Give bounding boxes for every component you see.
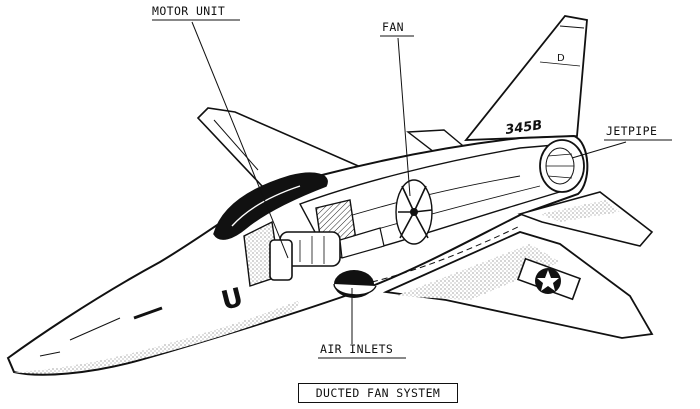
label-air-inlets: AIR INLETS bbox=[320, 342, 394, 356]
rear-stabilizer-near bbox=[517, 191, 654, 247]
canopy bbox=[213, 172, 328, 240]
caption-box: DUCTED FAN SYSTEM bbox=[298, 383, 458, 403]
jetpipe-nozzle bbox=[539, 139, 585, 193]
star-insignia-icon bbox=[516, 257, 582, 301]
air-inlet bbox=[333, 270, 377, 298]
motor-unit bbox=[269, 199, 385, 281]
fan-rotor-icon bbox=[395, 179, 433, 245]
right-wing bbox=[382, 231, 654, 339]
caption-text: DUCTED FAN SYSTEM bbox=[315, 386, 441, 400]
tail-code: 345B bbox=[504, 118, 543, 138]
label-motor-unit: MOTOR UNIT bbox=[152, 4, 226, 18]
leader-line-motor-unit bbox=[191, 21, 289, 259]
label-jetpipe: JETPIPE bbox=[606, 124, 658, 138]
label-fan: FAN bbox=[382, 20, 404, 34]
leader-line-jetpipe bbox=[571, 141, 627, 159]
fin-letter: D bbox=[557, 53, 565, 64]
leader-line-fan bbox=[397, 37, 411, 197]
